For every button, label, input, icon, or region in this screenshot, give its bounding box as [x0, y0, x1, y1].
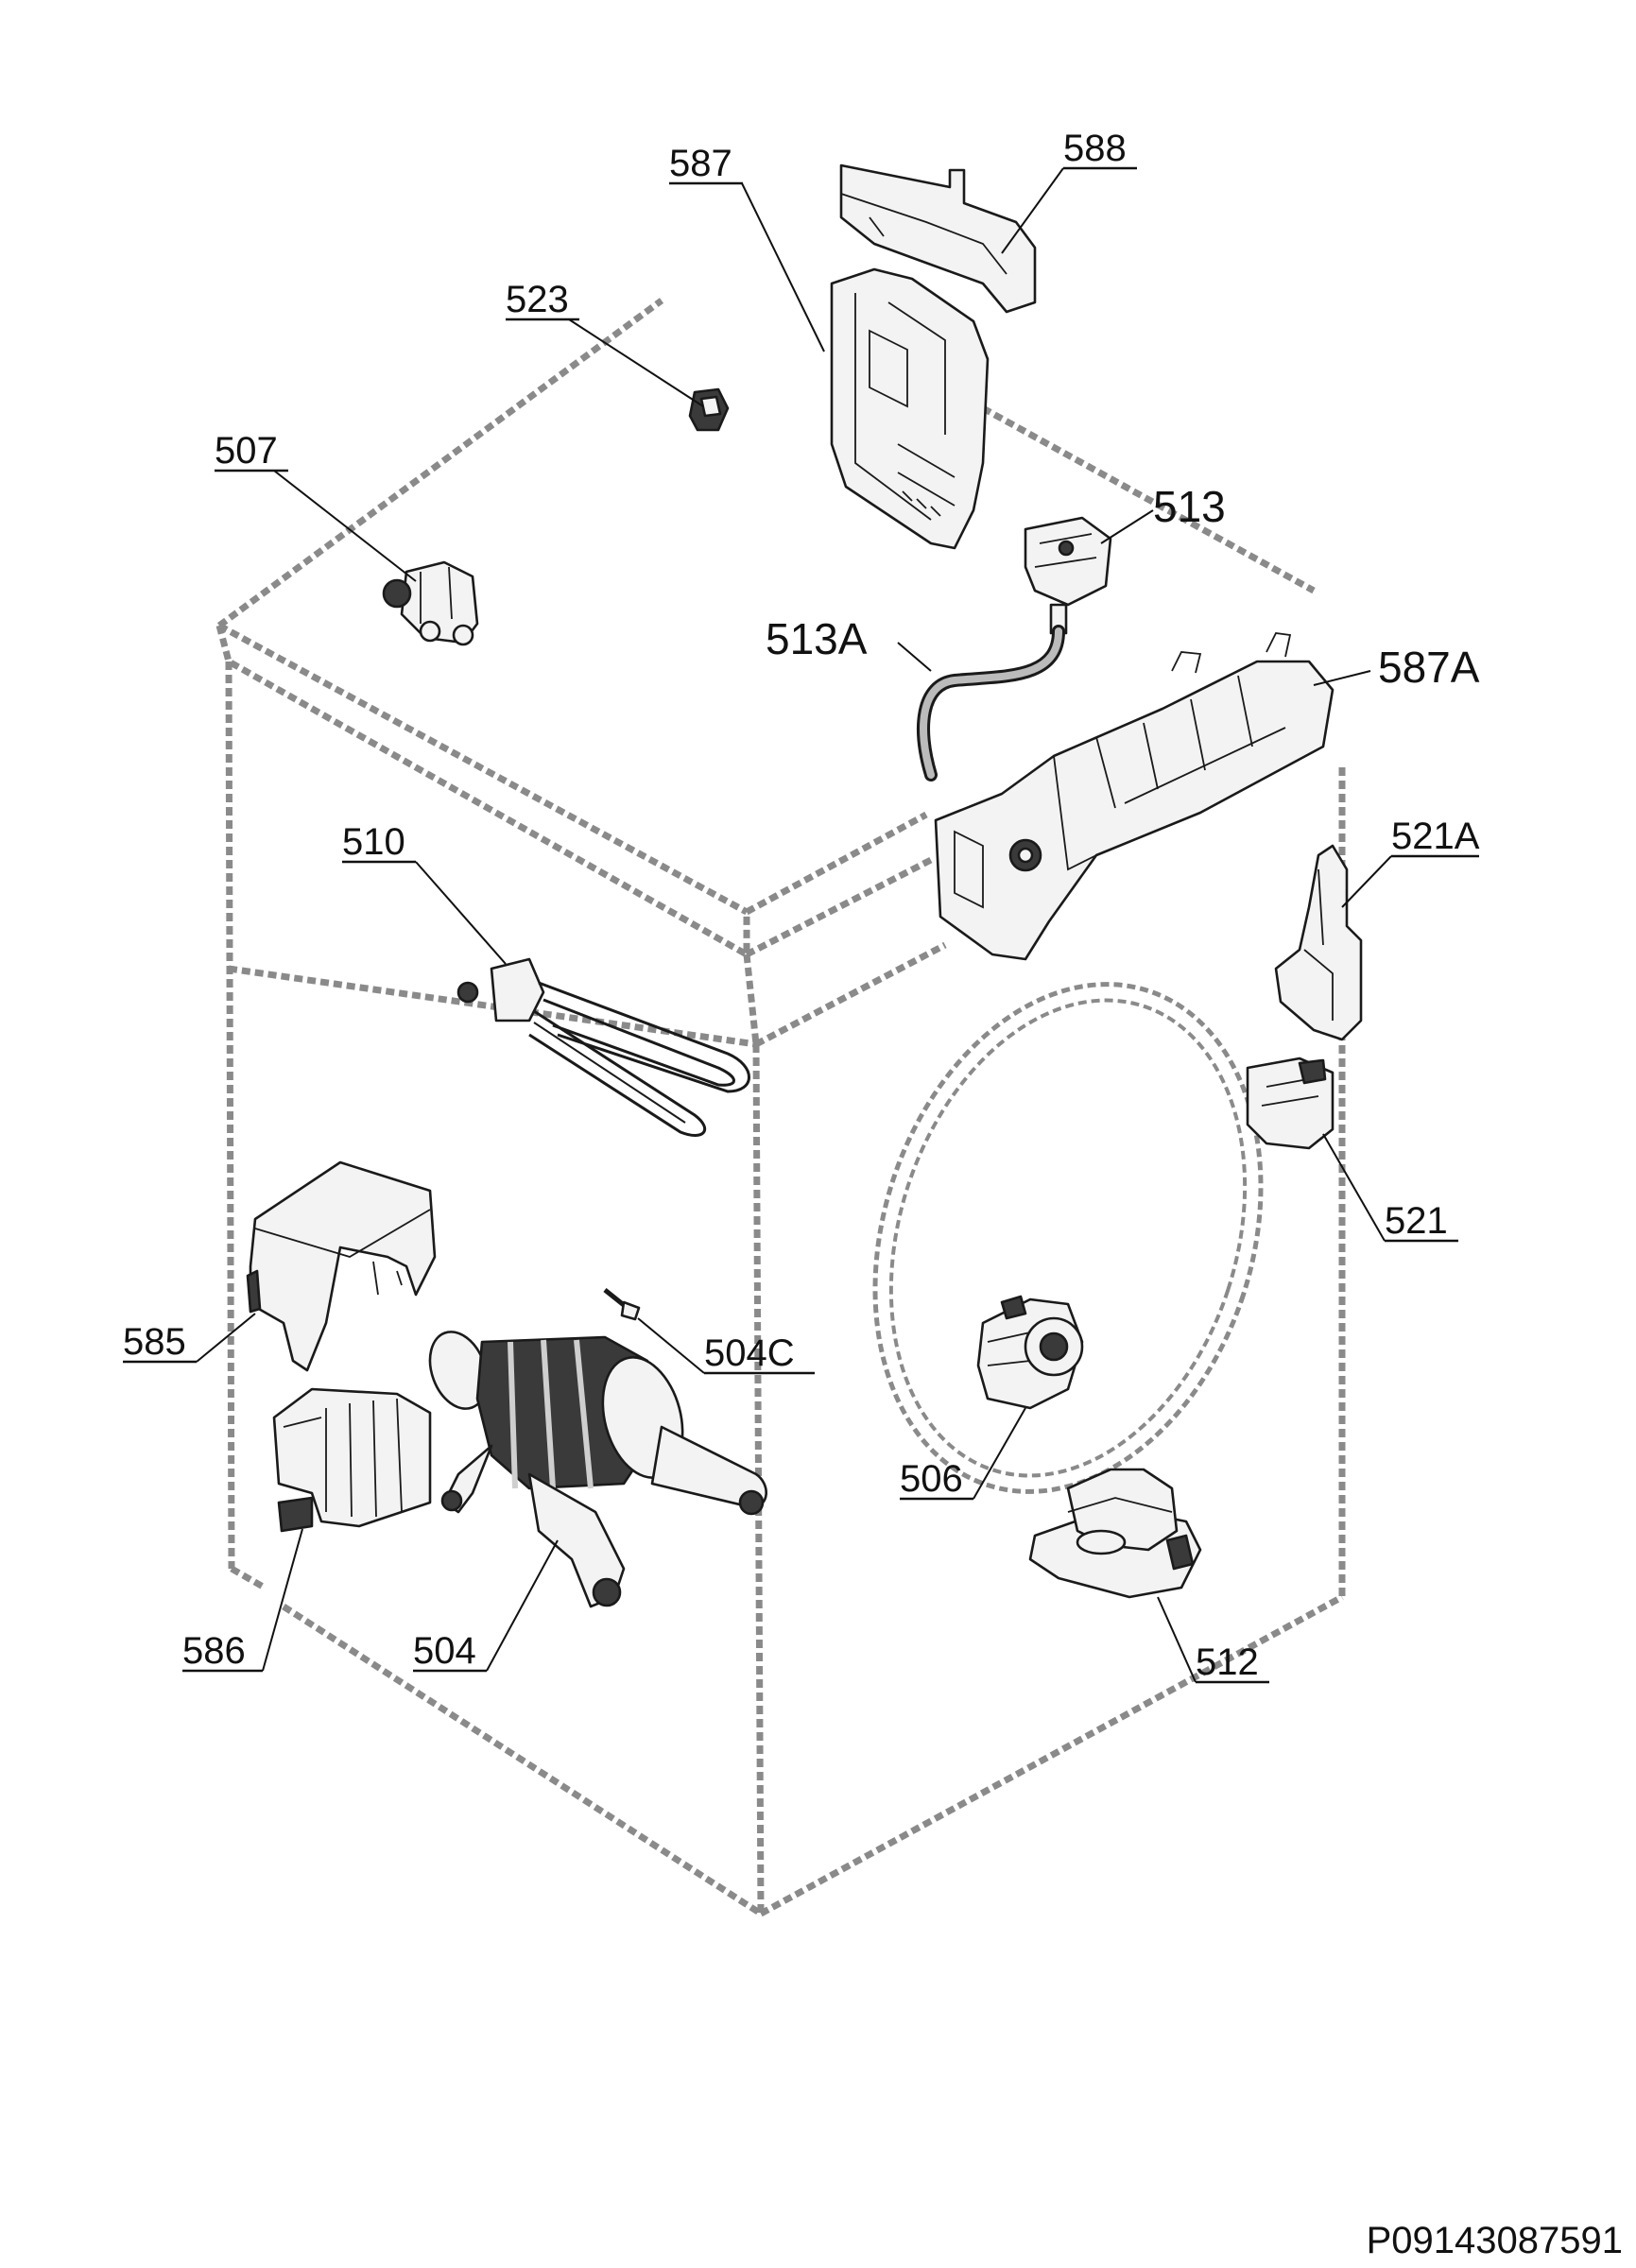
part-585-cover-icon: [246, 1160, 437, 1372]
part-504C-screw-icon: [603, 1288, 641, 1321]
label-585: 585: [123, 1321, 186, 1363]
label-586: 586: [182, 1630, 246, 1672]
part-513A-hose-icon: [917, 625, 1065, 782]
part-588-cover-icon: [839, 163, 1037, 314]
part-labels: 587 588 523 507 513 513A 587A 510 521A 5…: [123, 128, 1480, 1684]
label-504C: 504C: [704, 1332, 795, 1374]
part-504-motor-icon: [428, 1331, 767, 1608]
part-587A-control-panel-icon: [934, 632, 1335, 961]
label-587: 587: [669, 143, 732, 184]
label-507: 507: [215, 430, 278, 472]
part-513-pressure-switch-icon: [1024, 516, 1112, 635]
part-512-filter-base-icon: [1028, 1468, 1202, 1599]
part-521-door-lock-icon: [1246, 1057, 1335, 1150]
part-586-filter-icon: [272, 1387, 432, 1533]
label-521A: 521A: [1391, 816, 1480, 857]
part-506-drain-pump-icon: [976, 1295, 1084, 1410]
diagram-code: P09143087591: [1366, 2220, 1623, 2261]
label-588: 588: [1063, 128, 1127, 169]
part-587-module-icon: [830, 267, 990, 550]
leader-lines: [196, 167, 1392, 1683]
label-587A: 587A: [1378, 643, 1480, 692]
label-523: 523: [506, 279, 569, 320]
part-523-clip-icon: [688, 387, 730, 432]
label-510: 510: [342, 821, 405, 863]
cabinet-outline: [215, 298, 1346, 1917]
label-512: 512: [1196, 1641, 1259, 1683]
part-507-valve-icon: [382, 560, 479, 646]
label-521: 521: [1385, 1200, 1448, 1242]
label-513: 513: [1153, 482, 1226, 531]
label-504: 504: [413, 1630, 476, 1672]
part-510-heater-icon: [456, 957, 750, 1137]
part-521A-door-part-icon: [1274, 844, 1363, 1041]
label-513A: 513A: [766, 614, 868, 663]
label-506: 506: [900, 1458, 963, 1500]
